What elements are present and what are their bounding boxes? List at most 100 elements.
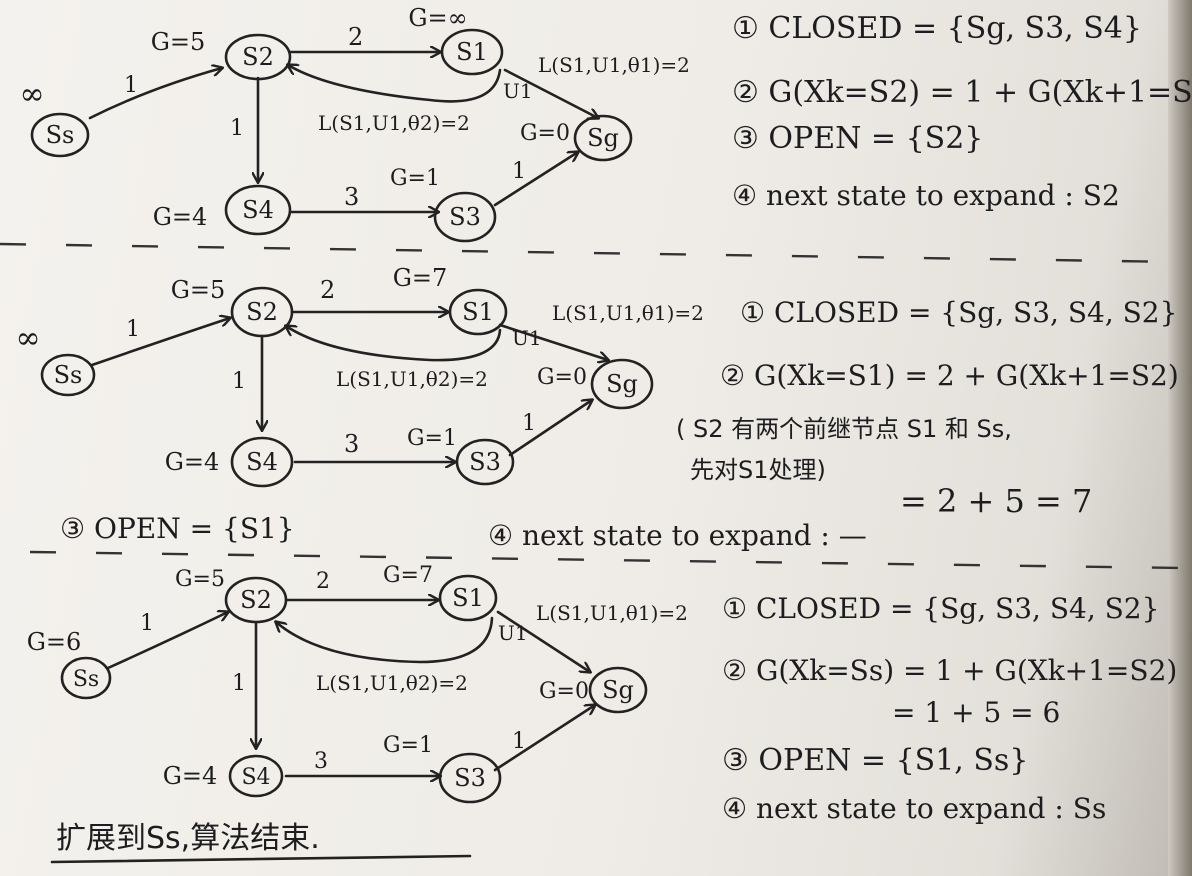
node-sg	[590, 358, 654, 410]
node-s2	[230, 286, 294, 338]
p2-note-g: ② G(Xk=S1) = 2 + G(Xk+1=S2)	[720, 359, 1179, 392]
ss-g-value: ∞	[16, 321, 41, 356]
panel-2-notes: ① CLOSED = {Sg, S3, S4, S2} ② G(Xk=S1) =…	[60, 296, 1179, 552]
node-s3	[438, 752, 502, 804]
edge-s2-s4-weight: 1	[232, 671, 246, 696]
sg-g-value: G=0	[520, 121, 570, 146]
action-u1: U1	[498, 621, 528, 645]
sg-g-value: G=0	[539, 679, 589, 704]
s1-g-value: G=7	[383, 563, 433, 588]
edge-s3-sg	[508, 400, 592, 457]
edge-ss-s2	[106, 612, 228, 670]
s2-g-value: G=5	[175, 567, 225, 592]
p3-note-closed: ① CLOSED = {Sg, S3, S4, S2}	[722, 592, 1159, 625]
node-ss	[40, 353, 96, 397]
node-sg-label: Sg	[606, 370, 638, 398]
edge-ss-s2	[90, 318, 230, 367]
node-s2-label: S2	[242, 43, 274, 71]
node-s4-label: S4	[242, 196, 274, 224]
page-edge	[1168, 0, 1192, 876]
node-sg-label: Sg	[587, 124, 619, 152]
node-s1-label: S1	[452, 584, 484, 612]
footer-underline	[50, 854, 472, 864]
divider-2	[29, 550, 1181, 570]
s1-g-value: G=∞	[408, 4, 467, 32]
node-s2	[224, 576, 288, 624]
edge-s1-sg	[498, 323, 608, 360]
p2-note-next: ④ next state to expand : —	[488, 519, 867, 552]
node-s3	[433, 191, 497, 243]
edge-s3-sg-weight: 1	[512, 159, 526, 184]
edge-s3-sg-weight: 1	[522, 411, 536, 436]
edge-s4-s3-weight: 3	[344, 430, 359, 458]
edge-s2-s1-weight: 2	[348, 23, 363, 51]
node-s2-label: S2	[240, 586, 272, 614]
edge-s1-s2-cost: L(S1,U1,θ2)=2	[336, 367, 488, 391]
edge-s2-s1-weight: 2	[316, 569, 330, 594]
divider-1	[0, 242, 1181, 264]
panel-2-graph: Ss S2 S1 Sg S4 S3 ∞ G=5 G=7 G=0 G=4 G=1 …	[16, 264, 704, 488]
node-s1	[448, 288, 508, 336]
node-s4-label: S4	[241, 765, 270, 790]
p2-note-open: ③ OPEN = {S1}	[60, 512, 295, 545]
edge-s1-sg-cost: L(S1,U1,θ1)=2	[538, 53, 690, 77]
p1-note-open: ③ OPEN = {S2}	[732, 121, 983, 156]
node-s3-label: S3	[469, 448, 501, 476]
node-s1-label: S1	[462, 298, 494, 326]
edge-ss-s2-weight: 1	[126, 317, 140, 342]
edge-s1-s2	[288, 65, 502, 103]
node-sg-label: Sg	[602, 676, 634, 704]
ss-g-value: G=6	[27, 628, 82, 656]
node-s4	[224, 184, 292, 236]
edge-ss-s2-weight: 1	[124, 73, 138, 98]
ss-g-value: ∞	[20, 77, 45, 112]
s2-g-value: G=5	[151, 28, 206, 56]
node-s1	[438, 574, 498, 622]
node-sg	[588, 666, 648, 714]
node-ss-label: Ss	[54, 361, 83, 389]
edge-s4-s3-weight: 3	[314, 749, 328, 774]
node-s4	[228, 754, 284, 798]
footer-conclusion: 扩展到Ss,算法结束.	[56, 821, 320, 856]
node-sg	[573, 114, 633, 162]
node-s1	[440, 28, 504, 76]
s3-g-value: G=1	[390, 166, 440, 191]
edge-s3-sg	[493, 152, 578, 207]
edge-s1-s2	[286, 326, 502, 362]
edge-s3-sg	[493, 705, 595, 772]
edge-s1-s2	[276, 616, 494, 664]
node-s2-label: S2	[246, 298, 278, 326]
node-s4-label: S4	[246, 448, 278, 476]
node-s4	[230, 436, 294, 488]
edge-ss-s2	[88, 68, 222, 120]
p3-note-result: = 1 + 5 = 6	[892, 696, 1060, 729]
edge-s1-sg-cost: L(S1,U1,θ1)=2	[552, 301, 704, 325]
p1-note-next: ④ next state to expand : S2	[732, 179, 1120, 212]
s4-g-value: G=4	[165, 448, 220, 476]
node-ss	[60, 656, 112, 700]
s4-g-value: G=4	[153, 203, 208, 231]
edge-s1-s2-cost: L(S1,U1,θ2)=2	[318, 111, 470, 135]
action-u1: U1	[503, 79, 533, 103]
edge-s3-sg-weight: 1	[512, 729, 526, 754]
p3-note-next: ④ next state to expand : Ss	[722, 792, 1106, 825]
p3-note-open: ③ OPEN = {S1, Ss}	[722, 743, 1028, 778]
p2-note-remark-2: 先对S1处理)	[690, 456, 826, 484]
node-s1-label: S1	[456, 38, 488, 66]
edge-s2-s4-weight: 1	[230, 116, 244, 141]
node-s3	[455, 438, 515, 486]
node-ss-label: Ss	[73, 667, 99, 692]
node-s3-label: S3	[454, 764, 486, 792]
p2-note-result: = 2 + 5 = 7	[900, 482, 1092, 520]
s1-g-value: G=7	[393, 264, 448, 292]
s3-g-value: G=1	[407, 426, 457, 451]
panel-1-notes: ① CLOSED = {Sg, S3, S4} ② G(Xk=S2) = 1 +…	[732, 11, 1192, 212]
edge-ss-s2-weight: 1	[140, 611, 154, 636]
node-ss-label: Ss	[46, 121, 75, 149]
edge-s2-s1-weight: 2	[320, 276, 335, 304]
s4-g-value: G=4	[163, 762, 218, 790]
panel-3-notes: ① CLOSED = {Sg, S3, S4, S2} ② G(Xk=Ss) =…	[50, 592, 1177, 864]
p3-note-g: ② G(Xk=Ss) = 1 + G(Xk+1=S2)	[722, 654, 1177, 687]
